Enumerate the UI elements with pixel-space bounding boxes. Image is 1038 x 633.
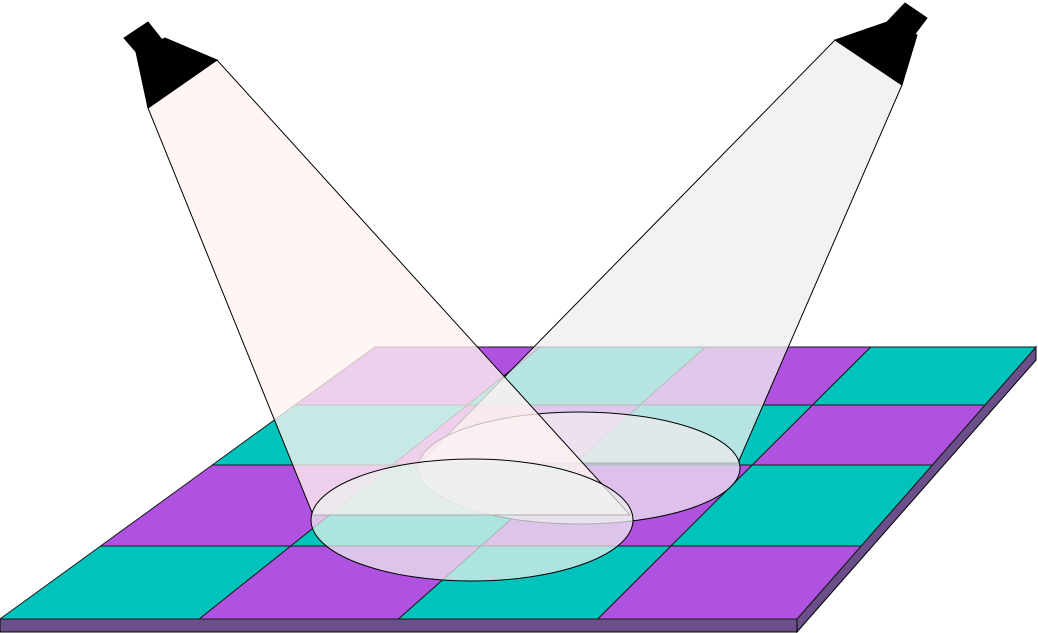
floor-front-edge	[0, 618, 798, 633]
left-light-beam	[147, 59, 632, 516]
left-spotlight-lamp	[123, 21, 219, 109]
floor-tile-r4-c4	[596, 545, 863, 620]
left-spotlight-beam	[147, 59, 634, 582]
right-spotlight-lamp	[833, 2, 928, 86]
left-lamp-body	[135, 37, 219, 109]
left-light-pool	[310, 458, 634, 582]
right-lamp-body	[833, 21, 918, 86]
